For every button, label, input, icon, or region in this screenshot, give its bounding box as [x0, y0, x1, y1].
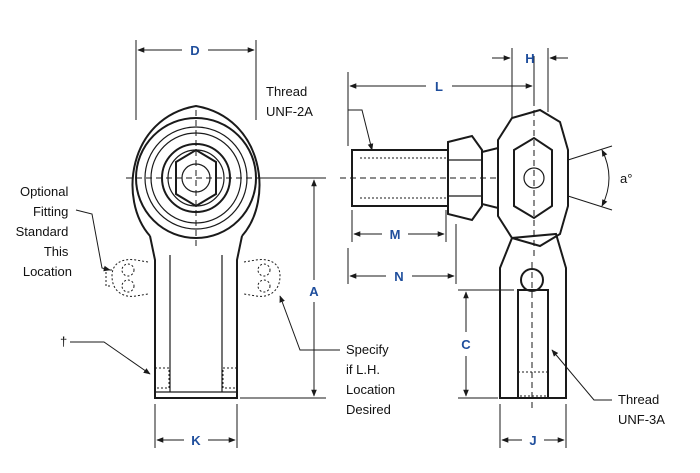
thread-top-note: Thread UNF-2A [266, 84, 313, 119]
dim-L: L [435, 79, 443, 94]
dim-N: N [394, 269, 403, 284]
dim-A: A [309, 284, 319, 299]
dim-H: H [525, 51, 534, 66]
shank-section [499, 232, 567, 399]
grease-port [520, 268, 544, 292]
dim-K: K [191, 433, 201, 448]
side-view: a° L H M N C [266, 48, 665, 448]
dim-angle: a° [620, 171, 632, 186]
dim-M: M [390, 227, 401, 242]
optional-fitting-note: Optional Fitting Standard This Location [16, 184, 72, 279]
jam-nut [447, 134, 483, 222]
optional-fitting-right [243, 259, 281, 297]
front-view: D A K Optional Fitting Standard This Loc… [16, 40, 399, 448]
dim-C: C [461, 337, 471, 352]
head-section [497, 108, 569, 248]
specify-lh-note: Specify if L.H. Location Desired [346, 342, 399, 417]
dim-J: J [529, 433, 536, 448]
optional-fitting-left [105, 259, 149, 297]
thread-bottom-note: Thread UNF-3A [618, 392, 665, 427]
dagger-note: † [60, 334, 67, 349]
dim-D: D [190, 43, 199, 58]
